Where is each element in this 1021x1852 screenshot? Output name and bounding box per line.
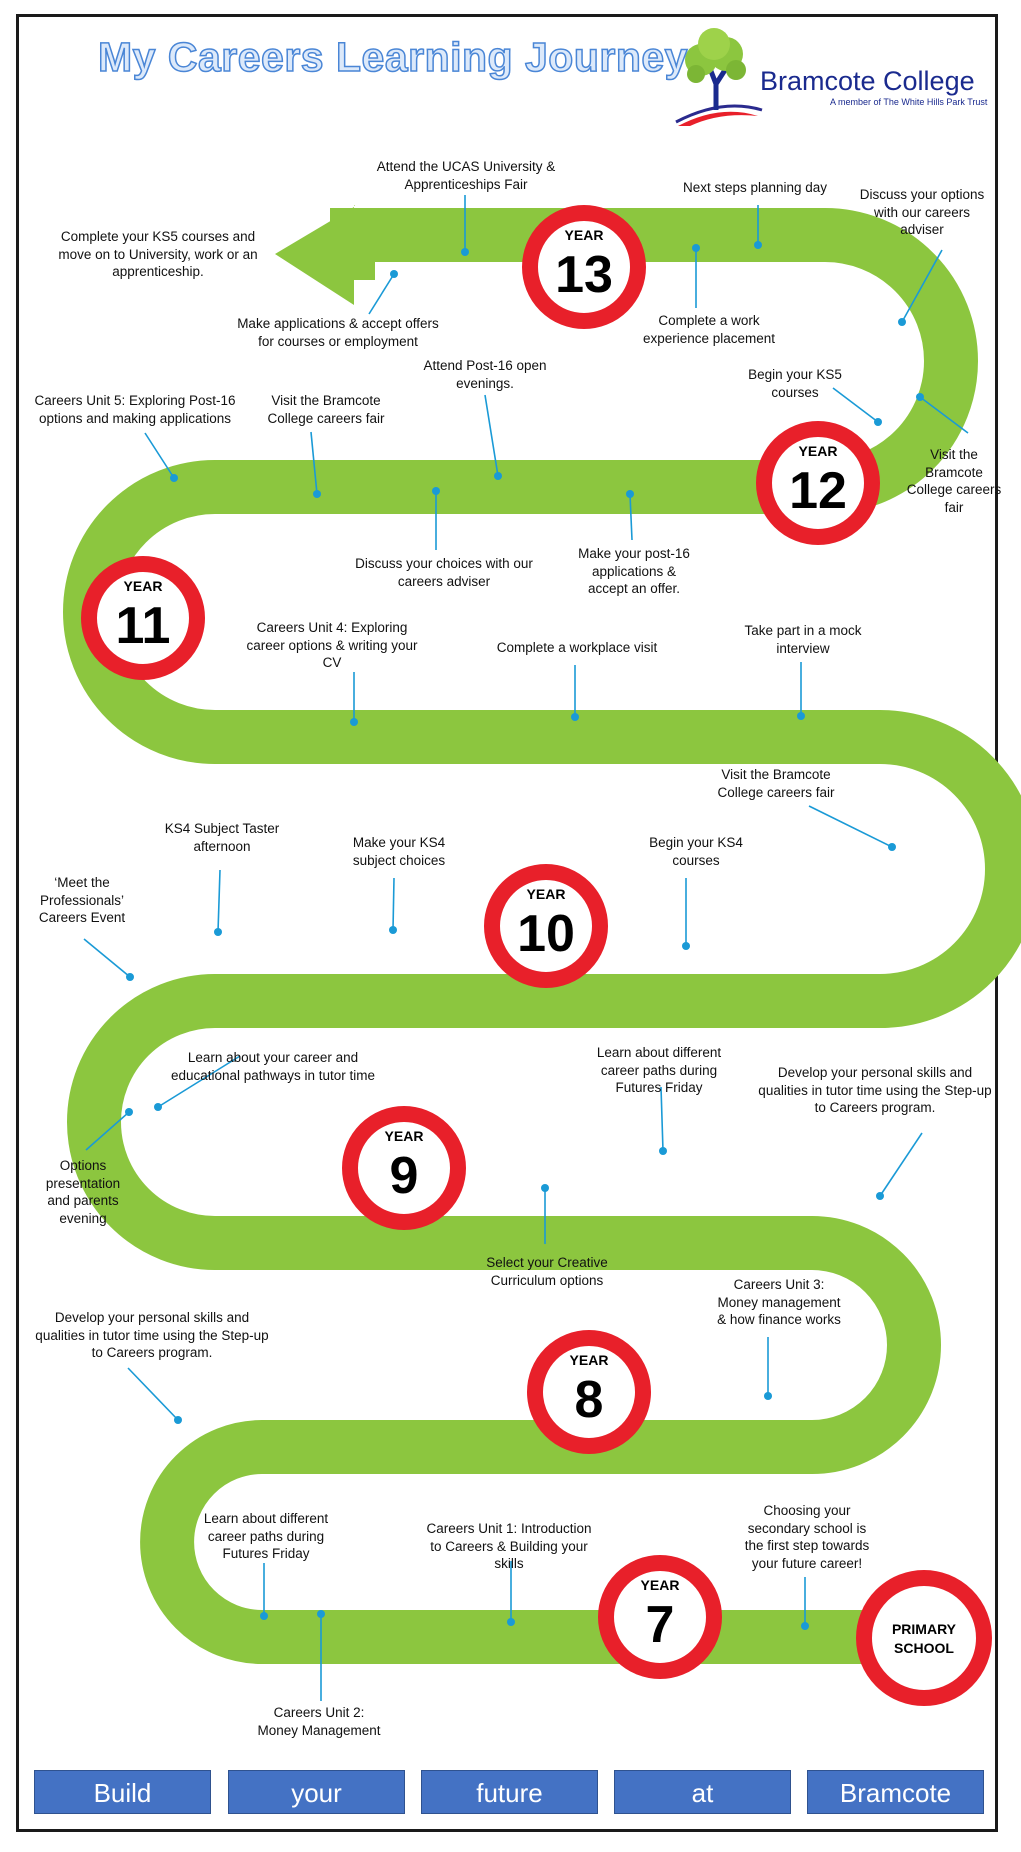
tree-logo-icon xyxy=(675,28,763,126)
y9-number: 9 xyxy=(390,1147,419,1205)
connector-unit5 xyxy=(144,432,175,479)
connector-ks4-taster xyxy=(217,869,221,933)
connector-dots xyxy=(125,241,924,1630)
connector-skills-y7 xyxy=(127,1367,179,1421)
connector-discuss-options xyxy=(901,249,943,323)
footer-word-future: future xyxy=(421,1770,598,1814)
connector-ks4-choices xyxy=(392,877,395,931)
y9-year-label: YEAR xyxy=(385,1128,424,1144)
footer-word-build: Build xyxy=(34,1770,211,1814)
connector-post16-applications xyxy=(629,493,633,541)
event-next-steps: Next steps planning day xyxy=(682,180,828,195)
footer-word-bramcote: Bramcote xyxy=(807,1770,984,1814)
y12-year-label: YEAR xyxy=(799,443,838,459)
event-ucas-fair: Attend the UCAS University &Apprenticesh… xyxy=(376,159,556,192)
milestone-text: YEAR 13 YEAR 12 YEAR 11 YEAR 10 YEAR 9 Y… xyxy=(116,227,957,1656)
connector-meet-professionals xyxy=(83,938,131,978)
y12-number: 12 xyxy=(789,462,847,520)
primary-line1: PRIMARY xyxy=(892,1621,957,1637)
arrow-head-shape xyxy=(275,207,375,305)
connector-skills-y9 xyxy=(879,1132,923,1197)
connector-careers-fair-y12 xyxy=(310,431,318,495)
y10-number: 10 xyxy=(517,905,575,963)
event-workplace-visit: Complete a workplace visit xyxy=(496,640,658,655)
y10-year-label: YEAR xyxy=(527,886,566,902)
connector-career-paths-y9 xyxy=(660,1086,664,1152)
primary-line2: SCHOOL xyxy=(894,1640,954,1656)
connector-begin-ks5 xyxy=(832,387,879,423)
connector-careers-fair-right xyxy=(919,396,969,434)
connector-careers-fair-y11 xyxy=(808,805,893,848)
connector-post16-evenings xyxy=(484,394,499,477)
y13-number: 13 xyxy=(555,246,613,304)
y7-number: 7 xyxy=(646,1596,675,1654)
y8-year-label: YEAR xyxy=(570,1352,609,1368)
y11-year-label: YEAR xyxy=(124,578,163,594)
y11-number: 11 xyxy=(116,597,171,655)
page-title: My Careers Learning Journey xyxy=(97,33,688,81)
y8-number: 8 xyxy=(575,1371,604,1429)
connector-pathways xyxy=(157,1055,241,1108)
event-unit3: Careers Unit 3:Money management& how fin… xyxy=(717,1277,841,1327)
connector-options-evening xyxy=(85,1111,130,1151)
connector-applications xyxy=(368,273,395,315)
milestone-rings xyxy=(81,205,992,1706)
event-unit2: Careers Unit 2:Money Management xyxy=(257,1705,381,1738)
footer-word-at: at xyxy=(614,1770,791,1814)
connector-lines xyxy=(83,195,969,1701)
y7-year-label: YEAR xyxy=(641,1577,680,1593)
y13-year-label: YEAR xyxy=(565,227,604,243)
footer-word-your: your xyxy=(228,1770,405,1814)
brand-name: Bramcote College xyxy=(760,66,975,96)
brand-tagline: A member of The White Hills Park Trust xyxy=(830,97,988,107)
